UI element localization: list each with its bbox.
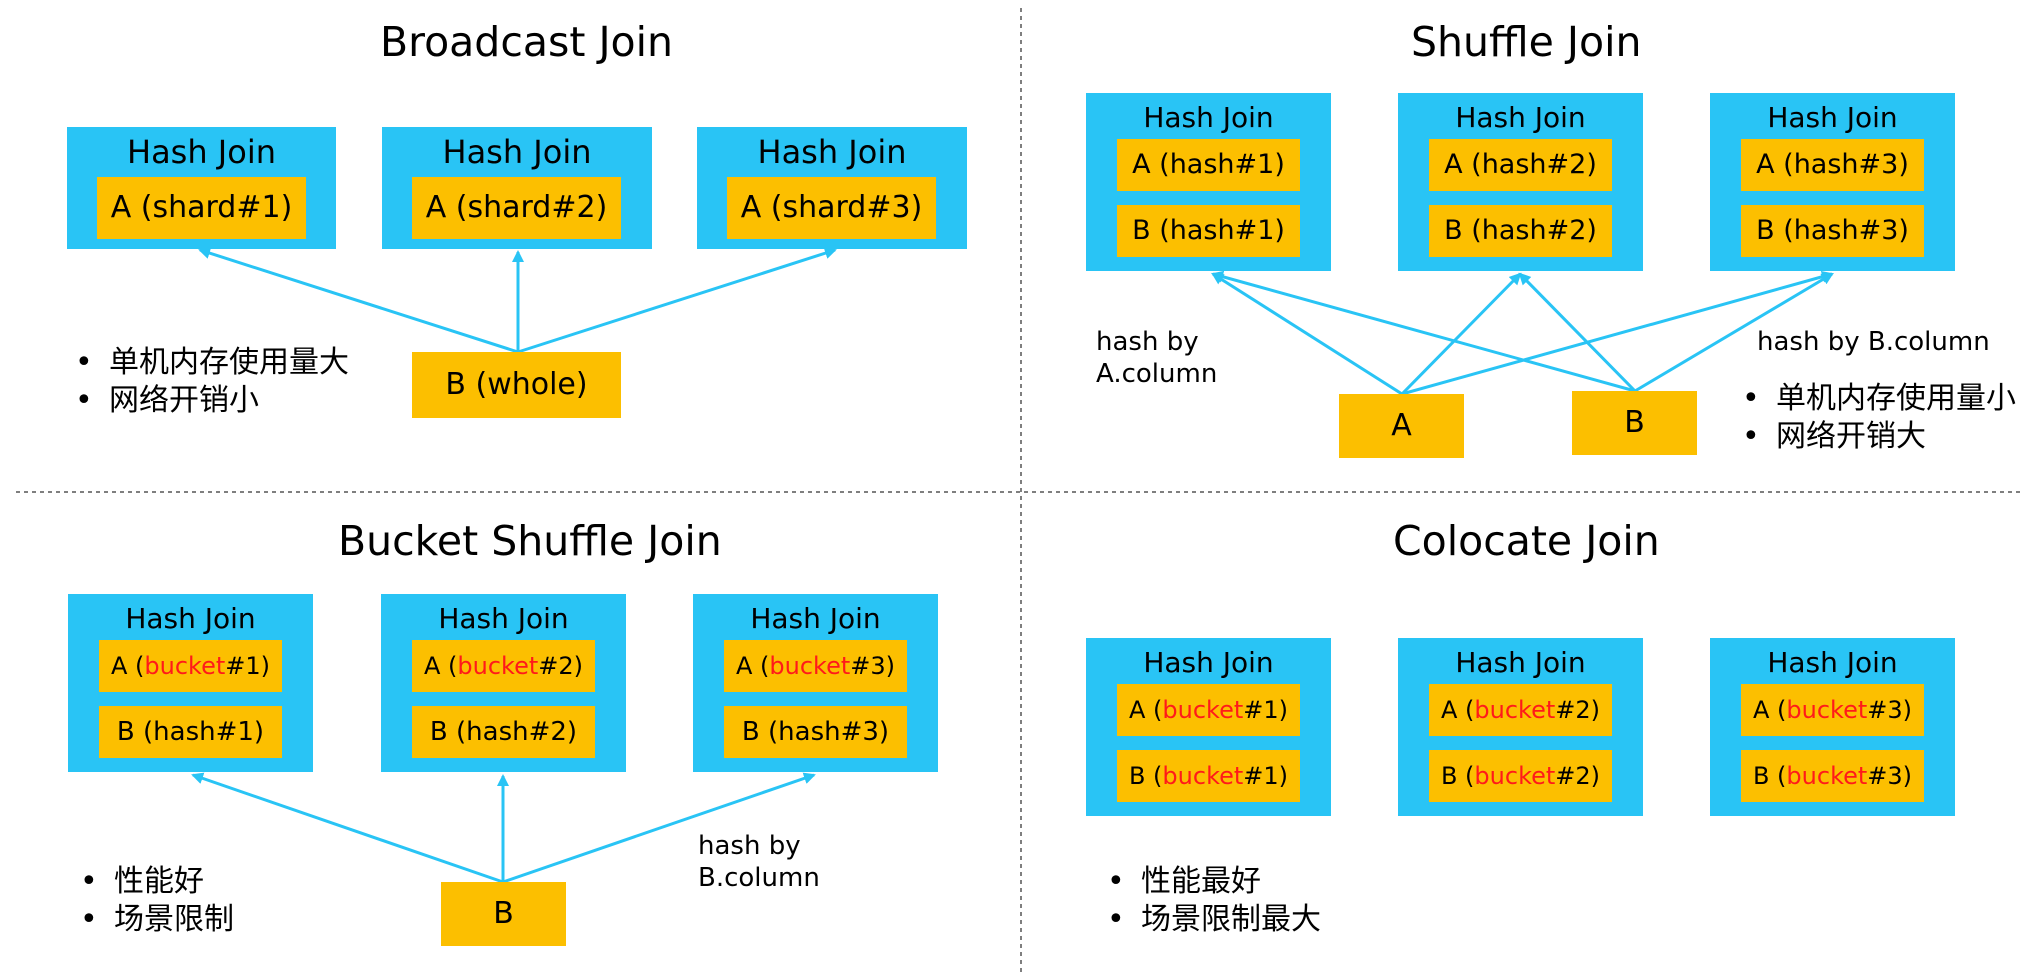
- data-box-a-hash-1: A (hash#1): [1117, 139, 1300, 191]
- shuffle-arrows: [1211, 270, 1834, 396]
- data-box-a-bucket-3: A (bucket#3): [724, 640, 907, 692]
- hash-join-label: Hash Join: [1143, 646, 1274, 679]
- broadcast-hash-join-2: Hash Join A (shard#2): [382, 127, 652, 249]
- bullet-item: •性能好: [80, 864, 204, 899]
- shuffle-note-right: hash by B.column: [1757, 327, 1990, 357]
- shuffle-source-b: B: [1572, 391, 1697, 455]
- broadcast-hash-join-3: Hash Join A (shard#3): [697, 127, 967, 249]
- data-box-a-shard-2: A (shard#2): [412, 177, 621, 239]
- bucket-hash-join-1: Hash Join A (bucket#1) B (hash#1): [68, 594, 313, 772]
- data-box-b-bucket-2: B (bucket#2): [1429, 750, 1612, 802]
- bucket-hash-join-2: Hash Join A (bucket#2) B (hash#2): [381, 594, 626, 772]
- hash-join-label: Hash Join: [438, 602, 569, 635]
- bullet-item: •单机内存使用量小: [1742, 381, 2016, 416]
- broadcast-arrow-3: [517, 247, 837, 354]
- bullet-item: •网络开销大: [1742, 419, 1926, 454]
- bullet-item: •场景限制: [80, 902, 234, 937]
- shuffle-arrow-b2: [1518, 272, 1637, 393]
- data-box-a-bucket-1: A (bucket#1): [1117, 684, 1300, 736]
- shuffle-hash-join-2: Hash Join A (hash#2) B (hash#2): [1398, 93, 1643, 271]
- bullet-item: •网络开销小: [75, 383, 259, 418]
- bullet-item: •场景限制最大: [1107, 902, 1321, 937]
- bucket-arrow-3: [502, 772, 816, 884]
- data-box-a-bucket-1: A (bucket#1): [99, 640, 282, 692]
- shuffle-bullets: •单机内存使用量小 •网络开销大: [1742, 380, 2016, 456]
- data-box-b-hash-2: B (hash#2): [1429, 205, 1612, 257]
- bullet-item: •性能最好: [1107, 864, 1261, 899]
- shuffle-source-a: A: [1339, 394, 1464, 458]
- hash-join-label: Hash Join: [125, 602, 256, 635]
- hash-join-label: Hash Join: [757, 133, 907, 171]
- shuffle-note-left: hash by A.column: [1096, 327, 1218, 389]
- data-box-b-hash-3: B (hash#3): [1741, 205, 1924, 257]
- data-box-b-bucket-1: B (bucket#1): [1117, 750, 1300, 802]
- broadcast-title: Broadcast Join: [380, 18, 674, 66]
- bucket-hash-join-3: Hash Join A (bucket#3) B (hash#3): [693, 594, 938, 772]
- bucket-bullets: •性能好 •场景限制: [80, 863, 234, 939]
- broadcast-arrows: [198, 247, 837, 354]
- colocate-hash-join-1: Hash Join A (bucket#1) B (bucket#1): [1086, 638, 1331, 816]
- hash-join-label: Hash Join: [1767, 101, 1898, 134]
- bucket-shuffle-title: Bucket Shuffle Join: [338, 517, 722, 565]
- broadcast-bullets: •单机内存使用量大 •网络开销小: [75, 344, 349, 420]
- data-box-a-bucket-2: A (bucket#2): [1429, 684, 1612, 736]
- colocate-hash-join-3: Hash Join A (bucket#3) B (bucket#3): [1710, 638, 1955, 816]
- shuffle-arrow-a1: [1211, 272, 1403, 396]
- hash-join-label: Hash Join: [1767, 646, 1898, 679]
- shuffle-arrow-a3: [1401, 270, 1834, 396]
- data-box-b-hash-3: B (hash#3): [724, 706, 907, 758]
- data-box-b-hash-1: B (hash#1): [1117, 205, 1300, 257]
- colocate-bullets: •性能最好 •场景限制最大: [1107, 863, 1321, 939]
- shuffle-arrow-b3: [1634, 272, 1834, 393]
- data-box-b-bucket-3: B (bucket#3): [1741, 750, 1924, 802]
- data-box-a-bucket-3: A (bucket#3): [1741, 684, 1924, 736]
- hash-join-label: Hash Join: [1455, 101, 1586, 134]
- data-box-a-shard-3: A (shard#3): [727, 177, 936, 239]
- bucket-note: hash by B.column: [698, 831, 820, 893]
- shuffle-hash-join-1: Hash Join A (hash#1) B (hash#1): [1086, 93, 1331, 271]
- data-box-a-hash-3: A (hash#3): [1741, 139, 1924, 191]
- shuffle-arrow-b1: [1211, 270, 1636, 393]
- hash-join-label: Hash Join: [1455, 646, 1586, 679]
- hash-join-label: Hash Join: [1143, 101, 1274, 134]
- broadcast-hash-join-1: Hash Join A (shard#1): [67, 127, 336, 249]
- hash-join-label: Hash Join: [127, 133, 276, 171]
- colocate-title: Colocate Join: [1393, 517, 1660, 565]
- hash-join-label: Hash Join: [750, 602, 881, 635]
- shuffle-title: Shuffle Join: [1411, 18, 1642, 66]
- data-box-a-shard-1: A (shard#1): [97, 177, 306, 239]
- data-box-a-bucket-2: A (bucket#2): [412, 640, 595, 692]
- data-box-b-hash-2: B (hash#2): [412, 706, 595, 758]
- shuffle-arrow-a2: [1400, 272, 1522, 396]
- broadcast-arrow-1: [198, 247, 519, 354]
- hash-join-label: Hash Join: [442, 133, 592, 171]
- colocate-hash-join-2: Hash Join A (bucket#2) B (bucket#2): [1398, 638, 1643, 816]
- shuffle-hash-join-3: Hash Join A (hash#3) B (hash#3): [1710, 93, 1955, 271]
- bucket-arrow-1: [191, 772, 504, 884]
- broadcast-b-whole: B (whole): [412, 352, 621, 418]
- bucket-shuffle-arrows: [191, 772, 816, 884]
- data-box-a-hash-2: A (hash#2): [1429, 139, 1612, 191]
- bullet-item: •单机内存使用量大: [75, 345, 349, 380]
- data-box-b-hash-1: B (hash#1): [99, 706, 282, 758]
- bucket-source-b: B: [441, 882, 566, 946]
